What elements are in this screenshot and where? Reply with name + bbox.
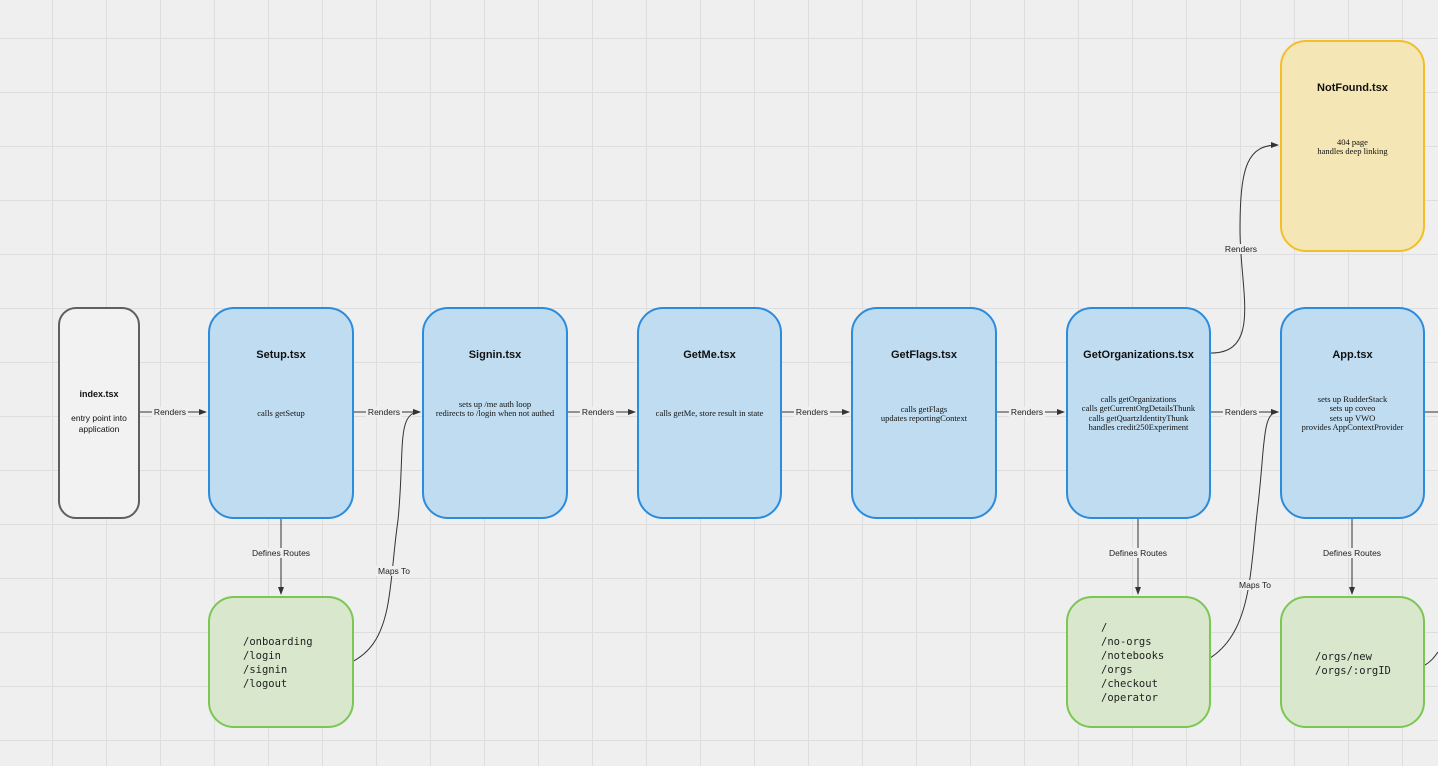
node-description: sets up RudderStack sets up coveo sets u… [1286, 394, 1419, 433]
node-description: entry point into application [64, 413, 134, 435]
edge-label-getorgs-app: Renders [1222, 407, 1260, 417]
desc-line: calls getQuartzIdentityThunk [1088, 412, 1189, 423]
edge-label-getorgs-notfound: Renders [1222, 244, 1260, 254]
getorganizations-tsx-node[interactable]: GetOrganizations.tsx calls getOrganizati… [1066, 307, 1211, 519]
desc-line: 404 page [1337, 137, 1368, 147]
app-tsx-node[interactable]: App.tsx sets up RudderStack sets up cove… [1280, 307, 1425, 519]
node-title: Setup.tsx [256, 349, 306, 361]
edge-label-getorgs-routes: Defines Routes [1106, 548, 1170, 558]
route-notebooks: /notebooks [1101, 650, 1165, 662]
node-description: sets up /me auth loop redirects to /logi… [428, 399, 562, 419]
desc-line: calls getMe, store result in state [655, 408, 764, 418]
node-description: calls getMe, store result in state [643, 408, 776, 418]
desc-line: calls getSetup [257, 408, 305, 418]
route-operator: /operator [1101, 692, 1158, 704]
edge-label-signin-maps-to: Maps To [376, 566, 412, 576]
route-list: /onboarding /login /signin /logout [210, 635, 352, 691]
route-orgs-new: /orgs/new [1315, 651, 1372, 663]
desc-line: calls getFlags [900, 404, 948, 414]
getme-tsx-node[interactable]: GetMe.tsx calls getMe, store result in s… [637, 307, 782, 519]
notfound-tsx-node[interactable]: NotFound.tsx 404 page handles deep linki… [1280, 40, 1425, 252]
desc-line: sets up coveo [1329, 403, 1376, 414]
index-tsx-node[interactable]: index.tsx entry point into application [58, 307, 140, 519]
edge-label-setup-routes: Defines Routes [249, 548, 313, 558]
route-list: / /no-orgs /notebooks /orgs /checkout /o… [1068, 621, 1209, 705]
node-description: calls getFlags updates reportingContext [857, 404, 991, 424]
getflags-tsx-node[interactable]: GetFlags.tsx calls getFlags updates repo… [851, 307, 997, 519]
desc-line: provides AppContextProvider [1301, 422, 1404, 433]
node-title: GetFlags.tsx [890, 349, 958, 361]
edge-orgs-route-maps-to-app [1161, 409, 1279, 673]
desc-line: updates reportingContext [880, 413, 968, 424]
edge-getorgs-to-notfound [1210, 142, 1279, 354]
edge-label-app-routes: Defines Routes [1320, 548, 1384, 558]
desc-line: sets up /me auth loop [458, 399, 532, 409]
route-no-orgs: /no-orgs [1101, 636, 1152, 648]
route-root: / [1101, 622, 1108, 634]
desc-line: calls getOrganizations [1100, 394, 1177, 404]
edge-label-setup-signin: Renders [365, 407, 403, 417]
route-orgs-orgid: /orgs/:orgID [1315, 665, 1391, 677]
node-title: App.tsx [1332, 349, 1373, 361]
node-description: calls getOrganizations calls getCurrentO… [1072, 394, 1205, 433]
node-title: index.tsx [79, 389, 119, 399]
desc-line: redirects to /login when not authed [435, 408, 555, 419]
route-logout: /logout [243, 678, 288, 690]
route-signin: /signin [243, 664, 288, 676]
edge-label-orgs-maps-to: Maps To [1237, 580, 1273, 590]
route-checkout: /checkout [1101, 678, 1158, 690]
route-onboarding: /onboarding [243, 636, 313, 648]
node-description: 404 page handles deep linking [1286, 137, 1419, 157]
desc-line: sets up RudderStack [1317, 394, 1388, 404]
edge-label-index-setup: Renders [151, 407, 189, 417]
edge-label-getme-getflags: Renders [793, 407, 831, 417]
desc-line: handles credit250Experiment [1088, 422, 1189, 433]
node-title: GetOrganizations.tsx [1083, 349, 1194, 361]
app-routes-node[interactable]: /orgs/new /orgs/:orgID [1280, 596, 1425, 728]
desc-line: handles deep linking [1317, 146, 1388, 157]
desc-line: application [78, 424, 120, 434]
desc-line: calls getCurrentOrgDetailsThunk [1081, 403, 1196, 414]
node-title: GetMe.tsx [683, 349, 736, 361]
route-orgs: /orgs [1101, 664, 1133, 676]
setup-routes-node[interactable]: /onboarding /login /signin /logout [208, 596, 354, 728]
edge-label-signin-getme: Renders [579, 407, 617, 417]
node-title: Signin.tsx [468, 349, 522, 361]
getorganizations-routes-node[interactable]: / /no-orgs /notebooks /orgs /checkout /o… [1066, 596, 1211, 728]
node-title: NotFound.tsx [1317, 82, 1388, 94]
edge-label-getflags-getorgs: Renders [1008, 407, 1046, 417]
setup-tsx-node[interactable]: Setup.tsx calls getSetup [208, 307, 354, 519]
signin-tsx-node[interactable]: Signin.tsx sets up /me auth loop redirec… [422, 307, 568, 519]
desc-line: entry point into [71, 413, 127, 423]
route-login: /login [243, 650, 281, 662]
desc-line: sets up VWO [1329, 412, 1376, 423]
route-list: /orgs/new /orgs/:orgID [1282, 650, 1423, 678]
node-description: calls getSetup [214, 408, 348, 418]
